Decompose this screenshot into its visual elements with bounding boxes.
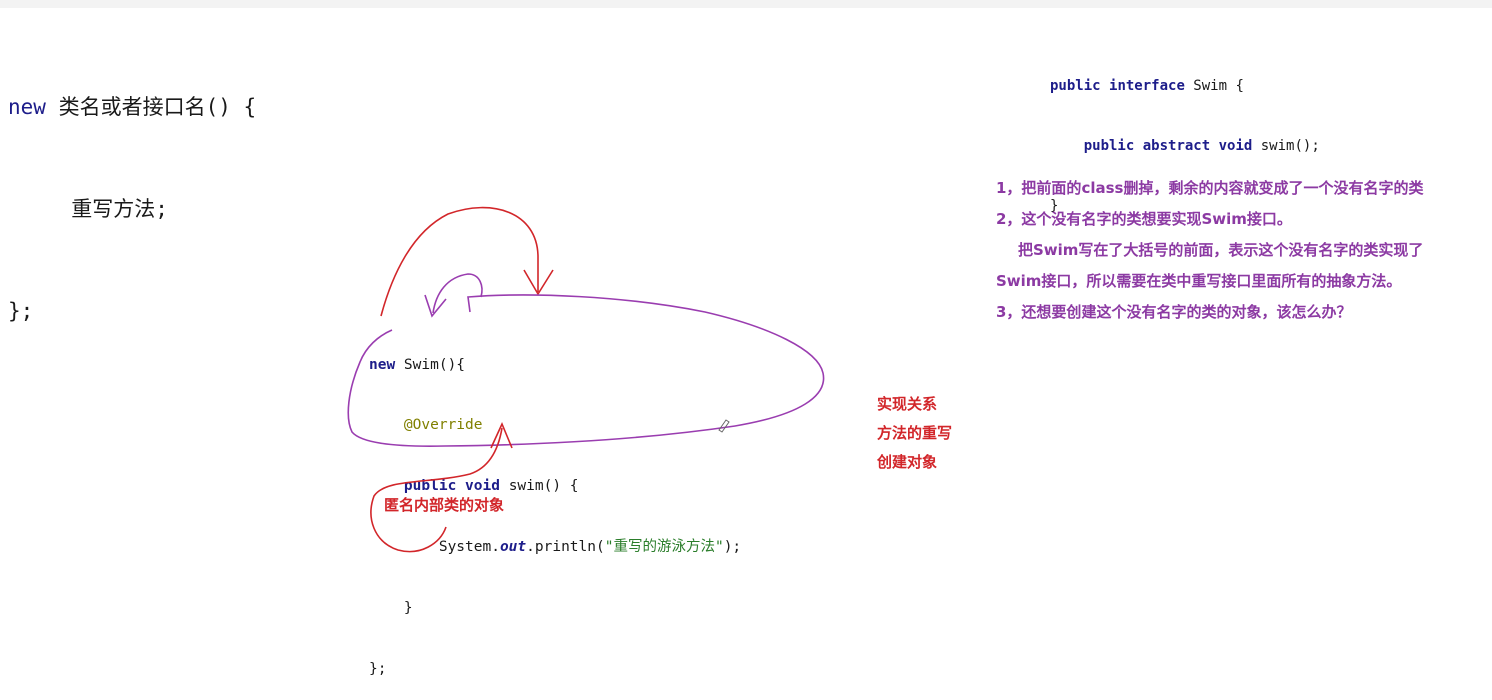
syntax-line1: 类名或者接口名() { [45, 95, 257, 119]
kw-abstract: abstract [1142, 138, 1211, 154]
purple-hook-arrowhead [424, 294, 447, 318]
code-system: System. [438, 539, 500, 556]
code-line1-rest: Swim(){ [395, 356, 466, 373]
note-override: 方法的重写 [877, 424, 953, 442]
syntax-new-keyword: new [8, 95, 46, 119]
code-line6: }; [369, 661, 387, 678]
kw-new: new [369, 356, 396, 373]
note-implements: 实现关系 [877, 395, 938, 413]
relationship-notes: 实现关系 方法的重写 创建对象 [877, 390, 952, 477]
anonymous-class-syntax: new 类名或者接口名() { 重写方法; }; [8, 22, 256, 362]
steps-explanation: 1，把前面的class删掉，剩余的内容就变成了一个没有名字的类 2，这个没有名字… [996, 173, 1486, 328]
handwritten-annotations [347, 206, 825, 553]
purple-enclosing-loop [347, 294, 825, 447]
red-arc-arrow [380, 206, 539, 317]
iface-line3: } [1050, 198, 1059, 214]
code-line3-rest: swim() { [499, 478, 579, 495]
pen-cursor-icon [718, 419, 730, 433]
kw-void: void [465, 478, 500, 495]
kw-public: public [1083, 138, 1135, 154]
code-println: .println( [526, 539, 605, 556]
override-annotation: @Override [403, 417, 483, 434]
code-out: out [499, 539, 527, 556]
anonymous-object-label: 匿名内部类的对象 [384, 496, 505, 514]
step-2-detail-a: 把Swim写在了大括号的前面，表示这个没有名字的类实现了 [1018, 241, 1424, 259]
syntax-line3: }; [8, 299, 34, 323]
note-create-object: 创建对象 [877, 453, 938, 471]
red-label-loop [370, 427, 503, 553]
iface-line2-rest: swim(); [1252, 138, 1320, 154]
kw-public: public [403, 478, 457, 495]
syntax-line2: 重写方法; [71, 197, 168, 221]
step-1: 1，把前面的class删掉，剩余的内容就变成了一个没有名字的类 [996, 179, 1424, 197]
swim-interface-code: public interface Swim { public abstract … [1050, 36, 1320, 236]
code-line4-end: ); [723, 539, 742, 556]
red-up-arrowhead [490, 422, 513, 449]
purple-hook-arrow [432, 273, 483, 314]
step-2: 2，这个没有名字的类想要实现Swim接口。 [996, 210, 1292, 228]
kw-void: void [1218, 138, 1253, 154]
top-bar [0, 0, 1492, 8]
code-line5: } [403, 600, 413, 617]
red-arrowhead [523, 269, 554, 296]
kw-public: public [1050, 78, 1101, 94]
step-2-detail-b: Swim接口，所以需要在类中重写接口里面所有的抽象方法。 [996, 272, 1402, 290]
kw-interface: interface [1109, 78, 1185, 94]
code-string-literal: "重写的游泳方法" [604, 539, 724, 556]
step-3: 3，还想要创建这个没有名字的类的对象，该怎么办？ [996, 303, 1352, 321]
anonymous-class-code: new Swim(){ @Override public void swim()… [369, 314, 741, 700]
iface-line1-rest: Swim { [1184, 78, 1244, 94]
